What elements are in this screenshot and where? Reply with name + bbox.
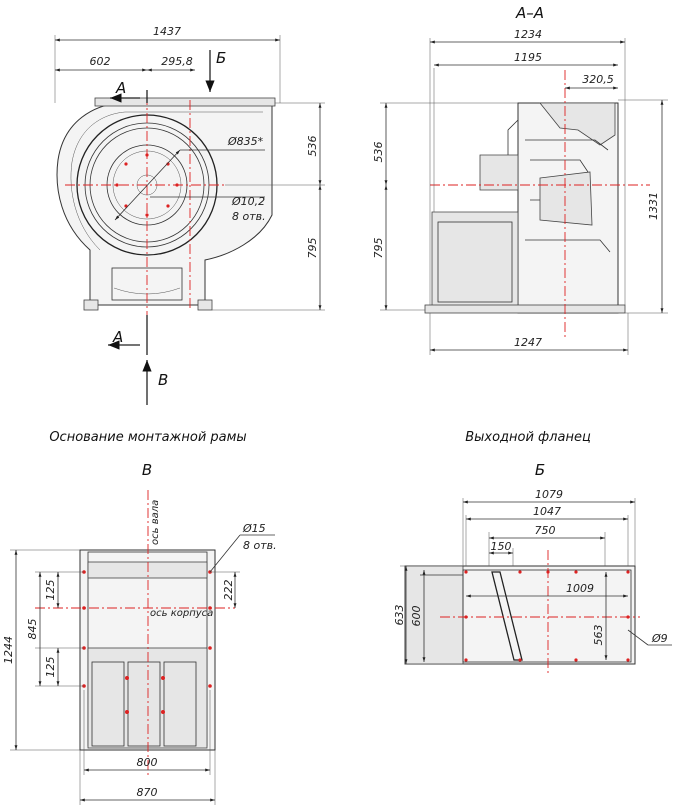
sec-dim-top2: 1195 — [514, 51, 542, 64]
section-mark-b: Б — [216, 49, 226, 67]
view-v-title: В — [142, 461, 152, 479]
b-dim-1079: 1079 — [535, 488, 563, 501]
dim-axis-to-outlet: 295,8 — [161, 55, 193, 68]
dim-upper-height: 536 — [306, 136, 319, 157]
b-dim-600: 600 — [410, 606, 423, 627]
section-view: А–А 1234 1195 320,5 53 — [372, 4, 668, 355]
v-hole-count: 8 отв. — [243, 539, 277, 552]
view-b-title: Б — [535, 461, 545, 479]
b-hole-dia: Ø9 — [651, 632, 668, 645]
section-mark-v: В — [158, 371, 168, 389]
v-dim-125-top: 125 — [44, 580, 57, 601]
dim-hole-count: 8 отв. — [232, 210, 266, 223]
flange-holes — [464, 570, 630, 662]
v-dim-800: 800 — [137, 756, 158, 769]
caption-frame-base: Основание монтажной рамы — [49, 430, 246, 445]
v-dim-1244: 1244 — [2, 636, 15, 664]
sec-dim-total-height: 1331 — [647, 192, 660, 220]
v-dim-870: 870 — [137, 786, 158, 799]
b-dim-563: 563 — [592, 625, 605, 646]
caption-outlet-flange: Выходной фланец — [465, 430, 591, 445]
section-mark-a-top: А — [115, 79, 126, 97]
b-dim-750: 750 — [535, 524, 556, 537]
b-dim-633: 633 — [393, 605, 406, 626]
sec-dim-offset: 320,5 — [582, 73, 614, 86]
section-mark-a-bottom: А — [112, 328, 123, 346]
sec-dim-top1: 1234 — [514, 28, 542, 41]
housing-axis-label: ось корпуса — [150, 608, 213, 619]
sec-dim-upper-height: 536 — [372, 142, 385, 163]
dim-lower-height: 795 — [306, 238, 319, 259]
dim-overall-width: 1437 — [153, 25, 181, 38]
view-v: В ось вала ось корпуса Ø15 — [2, 461, 277, 805]
b-dim-150: 150 — [491, 540, 512, 553]
sec-dim-lower-height: 795 — [372, 238, 385, 259]
v-dim-222: 222 — [222, 580, 235, 601]
dim-impeller-dia: Ø835* — [227, 135, 264, 148]
b-dim-1047: 1047 — [533, 505, 561, 518]
dim-hole-dia: Ø10,2 — [231, 195, 265, 208]
v-dim-845: 845 — [26, 619, 39, 640]
sec-dim-bottom-width: 1247 — [514, 336, 542, 349]
v-hole-dia: Ø15 — [242, 522, 266, 535]
b-dim-1009: 1009 — [566, 582, 594, 595]
shaft-axis-label: ось вала — [150, 500, 161, 545]
dim-left-to-axis: 602 — [90, 55, 111, 68]
view-b: Б 1079 1047 750 — [393, 461, 672, 675]
front-view: 1437 602 295,8 536 795 Ø835* Ø10,2 8 отв… — [54, 25, 325, 405]
section-view-title: А–А — [515, 4, 544, 22]
v-dim-125-bottom: 125 — [44, 657, 57, 678]
